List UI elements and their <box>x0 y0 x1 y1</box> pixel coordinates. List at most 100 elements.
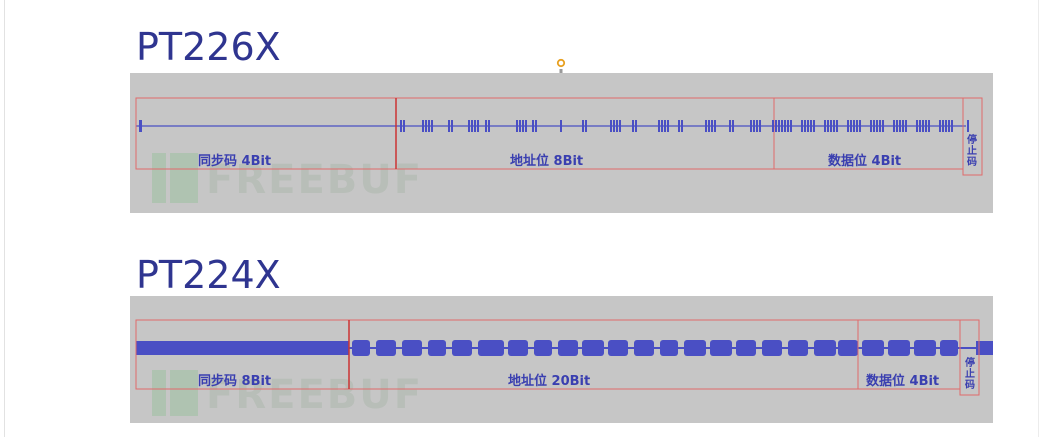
signal-pulse <box>810 120 812 132</box>
signal-pulse <box>882 120 884 132</box>
signal-pulse <box>477 120 479 132</box>
signal-block <box>814 340 836 356</box>
signal-pulse <box>902 120 904 132</box>
signal-pulse <box>922 120 924 132</box>
signal-pulse <box>619 120 621 132</box>
signal-pulse <box>824 120 826 132</box>
signal-pulse <box>899 120 901 132</box>
watermark-logo-mark <box>170 153 198 203</box>
signal-pulse <box>667 120 669 132</box>
signal-pulse <box>870 120 872 132</box>
signal-pulse <box>775 120 777 132</box>
signal-pulse <box>859 120 861 132</box>
signal-pulse <box>893 120 895 132</box>
signal-block <box>402 340 422 356</box>
pt224x-signal-diagram <box>135 319 993 396</box>
signal-pulse <box>896 120 898 132</box>
signal-pulse <box>804 120 806 132</box>
pt226x-signal-diagram <box>135 97 983 176</box>
signal-pulse <box>535 120 537 132</box>
signal-pulse <box>778 120 780 132</box>
signal-pulse <box>951 120 953 132</box>
signal-pulse <box>813 120 815 132</box>
signal-pulse <box>428 120 430 132</box>
stop-code-frame <box>962 97 983 176</box>
signal-pulse <box>705 120 707 132</box>
address-bits-label: 地址位 8Bit <box>510 154 584 169</box>
signal-pulse <box>853 120 855 132</box>
signal-pulse <box>750 120 752 132</box>
signal-pulse <box>801 120 803 132</box>
signal-pulse <box>448 120 450 132</box>
sync-code-label: 同步码 8Bit <box>198 374 272 389</box>
signal-pulse <box>732 120 734 132</box>
signal-pulse <box>658 120 660 132</box>
stop-code-label: 停止码 <box>965 358 975 391</box>
signal-pulse <box>610 120 612 132</box>
page-right-border <box>1038 0 1039 437</box>
signal-pulse <box>784 120 786 132</box>
signal-block <box>376 340 396 356</box>
signal-pulse <box>488 120 490 132</box>
signal-pulse <box>661 120 663 132</box>
signal-pulse <box>525 120 527 132</box>
signal-block <box>452 340 472 356</box>
watermark-text: FREEBUF <box>206 372 424 418</box>
signal-pulse <box>759 120 761 132</box>
signal-block <box>862 340 884 356</box>
signal-pulse <box>948 120 950 132</box>
signal-block <box>888 340 910 356</box>
address-bits-label: 地址位 20Bit <box>508 374 591 389</box>
signal-pulse <box>833 120 835 132</box>
signal-pulse <box>471 120 473 132</box>
signal-pulse <box>756 120 758 132</box>
signal-block <box>736 340 756 356</box>
signal-block <box>710 340 732 356</box>
page-left-border <box>4 0 5 437</box>
signal-block <box>762 340 782 356</box>
signal-pulse <box>729 120 731 132</box>
signal-pulse <box>790 120 792 132</box>
signal-block <box>608 340 628 356</box>
signal-pulse <box>616 120 618 132</box>
signal-band <box>136 341 349 355</box>
rotate-handle-icon[interactable] <box>556 58 566 74</box>
signal-pulse <box>451 120 453 132</box>
signal-pulse <box>522 120 524 132</box>
signal-block <box>558 340 578 356</box>
signal-pulse <box>678 120 680 132</box>
signal-pulse <box>681 120 683 132</box>
signal-pulse <box>422 120 424 132</box>
data-bits-label: 数据位 4Bit <box>866 374 940 389</box>
signal-band <box>976 341 993 355</box>
signal-pulse <box>830 120 832 132</box>
sync-code-label: 同步码 4Bit <box>198 154 272 169</box>
signal-pulse <box>919 120 921 132</box>
signal-block <box>940 340 958 356</box>
signal-pulse <box>431 120 433 132</box>
pt224x-title: PT224X <box>136 253 281 297</box>
signal-block <box>684 340 706 356</box>
signal-pulse <box>876 120 878 132</box>
signal-pulse <box>613 120 615 132</box>
signal-pulse <box>873 120 875 132</box>
signal-pulse <box>139 120 142 132</box>
signal-pulse <box>939 120 941 132</box>
signal-pulse <box>928 120 930 132</box>
signal-pulse <box>485 120 487 132</box>
signal-pulse <box>850 120 852 132</box>
watermark-text: FREEBUF <box>206 157 424 203</box>
signal-pulse <box>532 120 534 132</box>
signal-pulse <box>807 120 809 132</box>
signal-pulse <box>787 120 789 132</box>
watermark-logo-mark <box>170 370 198 416</box>
stop-code-label: 停止码 <box>967 135 977 168</box>
signal-pulse <box>967 120 969 132</box>
signal-pulse <box>585 120 587 132</box>
signal-pulse <box>403 120 405 132</box>
signal-pulse <box>945 120 947 132</box>
signal-pulse <box>856 120 858 132</box>
signal-pulse <box>516 120 518 132</box>
signal-block <box>428 340 446 356</box>
signal-pulse <box>925 120 927 132</box>
